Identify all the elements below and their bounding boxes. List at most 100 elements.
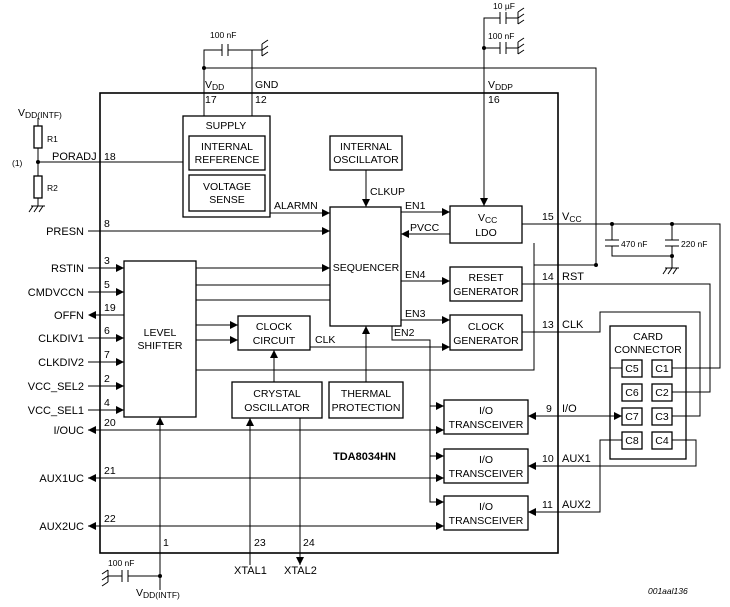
voltage-sense-block <box>188 174 266 212</box>
cap-vdd-intf-label: 100 nF <box>108 558 134 568</box>
contact-c7-label: C7 <box>625 411 639 423</box>
vdd-intf-bottom-label: VDD(INTF) <box>136 587 180 600</box>
aux2uc-pin-number: 22 <box>104 513 116 525</box>
cap-vcc-1-label: 470 nF <box>621 239 647 249</box>
en1-label: EN1 <box>405 200 426 212</box>
vcc-ldo-label-1: VCC <box>478 212 497 225</box>
cap-vddp-2-label: 100 nF <box>488 31 514 41</box>
level-shifter-label-1: LEVEL <box>144 327 177 339</box>
internal-reference-label-1: INTERNAL <box>201 141 253 153</box>
crystal-oscillator-block <box>231 381 323 419</box>
xtal2-pin-number: 24 <box>303 537 315 549</box>
io-transceiver-2-label-1: I/O <box>479 454 493 466</box>
presn-pin-number: 8 <box>104 218 110 230</box>
io-transceiver-3-label-1: I/O <box>479 501 493 513</box>
level-shifter-label-2: SHIFTER <box>138 340 183 352</box>
left-pin-wires <box>88 230 444 530</box>
cmdvccn-label: CMDVCCN <box>28 287 84 299</box>
internal-reference-label-2: REFERENCE <box>195 154 260 166</box>
vcc-sel2-label: VCC_SEL2 <box>28 381 84 393</box>
rstin-label: RSTIN <box>51 263 84 275</box>
aux2uc-label: AUX2UC <box>39 521 84 533</box>
clkdiv1-pin-number: 6 <box>104 325 110 337</box>
xtal2-label: XTAL2 <box>284 565 317 577</box>
aux2-out-label: AUX2 <box>562 499 591 511</box>
vcc-ldo-label-2: LDO <box>475 227 497 239</box>
contact-c2-label: C2 <box>655 387 669 399</box>
clk-out-label: CLK <box>562 319 584 331</box>
reset-generator-label-1: RESET <box>468 272 504 284</box>
presn-label: PRESN <box>46 226 84 238</box>
clock-circuit-label-2: CIRCUIT <box>253 335 296 347</box>
vcc-sel1-label: VCC_SEL1 <box>28 405 84 417</box>
io-transceiver-3 <box>443 495 529 531</box>
vcc-out-pin-number: 15 <box>542 211 554 223</box>
iouc-label: I/OUC <box>53 425 84 437</box>
vcc-out-label: VCC <box>562 211 582 224</box>
vcc-sel1-pin-number: 4 <box>104 397 110 409</box>
xtal1-pin-number: 23 <box>254 537 266 549</box>
card-contacts: C5 C1 C6 C2 C7 C3 C8 C4 <box>621 359 673 450</box>
cap-vddp-1-label: 10 µF <box>493 1 515 11</box>
contact-c6-label: C6 <box>625 387 639 399</box>
io-out-pin-number: 9 <box>546 403 552 415</box>
note-1-label: (1) <box>12 158 23 168</box>
io-transceiver-1-label-1: I/O <box>479 405 493 417</box>
contact-c1-label: C1 <box>655 363 669 375</box>
figure-id: 001aal136 <box>648 586 688 596</box>
voltage-sense-label-2: SENSE <box>209 194 245 206</box>
top-supply-wiring <box>202 7 597 265</box>
clkdiv2-pin-number: 7 <box>104 349 110 361</box>
cap-vcc-2-label: 220 nF <box>681 239 707 249</box>
level-shifter-block <box>123 260 197 418</box>
right-wiring <box>522 222 721 516</box>
crystal-oscillator-label-2: OSCILLATOR <box>244 402 310 414</box>
pvcc-label: PVCC <box>410 222 440 234</box>
io-transceiver-1 <box>443 399 529 435</box>
iouc-pin-number: 20 <box>104 417 116 429</box>
contact-c3-label: C3 <box>655 411 669 423</box>
clkdiv2-label: CLKDIV2 <box>38 357 84 369</box>
sequencer-label: SEQUENCER <box>333 262 400 274</box>
vcc-sel2-pin-number: 2 <box>104 373 110 385</box>
cmdvccn-pin-number: 5 <box>104 279 110 291</box>
io-transceiver-2-label-2: TRANSCEIVER <box>449 468 524 480</box>
r1-label: R1 <box>47 134 58 144</box>
aux2-out-pin-number: 11 <box>542 499 553 511</box>
clock-circuit-label-1: CLOCK <box>256 321 292 333</box>
vddp-pin-label: VDDP <box>488 79 513 92</box>
aux1-out-pin-number: 10 <box>542 453 554 465</box>
vdd-intf-pin-number: 1 <box>163 537 169 549</box>
aux1uc-pin-number: 21 <box>104 465 116 477</box>
xtal1-label: XTAL1 <box>234 565 267 577</box>
internal-oscillator-label-2: OSCILLATOR <box>333 154 399 166</box>
clock-generator-label-1: CLOCK <box>468 321 504 333</box>
contact-c4-label: C4 <box>655 435 669 447</box>
clock-circuit-block <box>237 315 311 351</box>
offn-label: OFFN <box>54 310 84 322</box>
gnd-pin-label: GND <box>255 79 279 91</box>
vdd-pin-number: 17 <box>205 94 217 106</box>
poradj-label: PORADJ <box>52 151 97 163</box>
internal-wiring <box>101 170 535 590</box>
clk-out-pin-number: 13 <box>542 319 554 331</box>
aux1-out-label: AUX1 <box>562 453 591 465</box>
voltage-sense-label-1: VOLTAGE <box>203 181 251 193</box>
crystal-oscillator-label-1: CRYSTAL <box>253 388 301 400</box>
card-connector-label-2: CONNECTOR <box>614 344 682 356</box>
en4-label: EN4 <box>405 269 426 281</box>
en3-label: EN3 <box>405 308 426 320</box>
io-transceiver-1-label-2: TRANSCEIVER <box>449 419 524 431</box>
left-arrowheads <box>116 227 444 530</box>
vcc-ldo-block <box>449 205 523 244</box>
supply-label: SUPPLY <box>206 120 247 132</box>
rstin-pin-number: 3 <box>104 255 110 267</box>
clkdiv1-label: CLKDIV1 <box>38 333 84 345</box>
contact-c5-label: C5 <box>625 363 639 375</box>
vdd-pin-label: VDD <box>205 79 224 92</box>
internal-reference-block <box>188 135 266 171</box>
sequencer-block <box>329 206 402 327</box>
io-transceiver-2 <box>443 448 529 484</box>
poradj-divider <box>28 118 183 213</box>
offn-pin-number: 19 <box>104 302 116 314</box>
